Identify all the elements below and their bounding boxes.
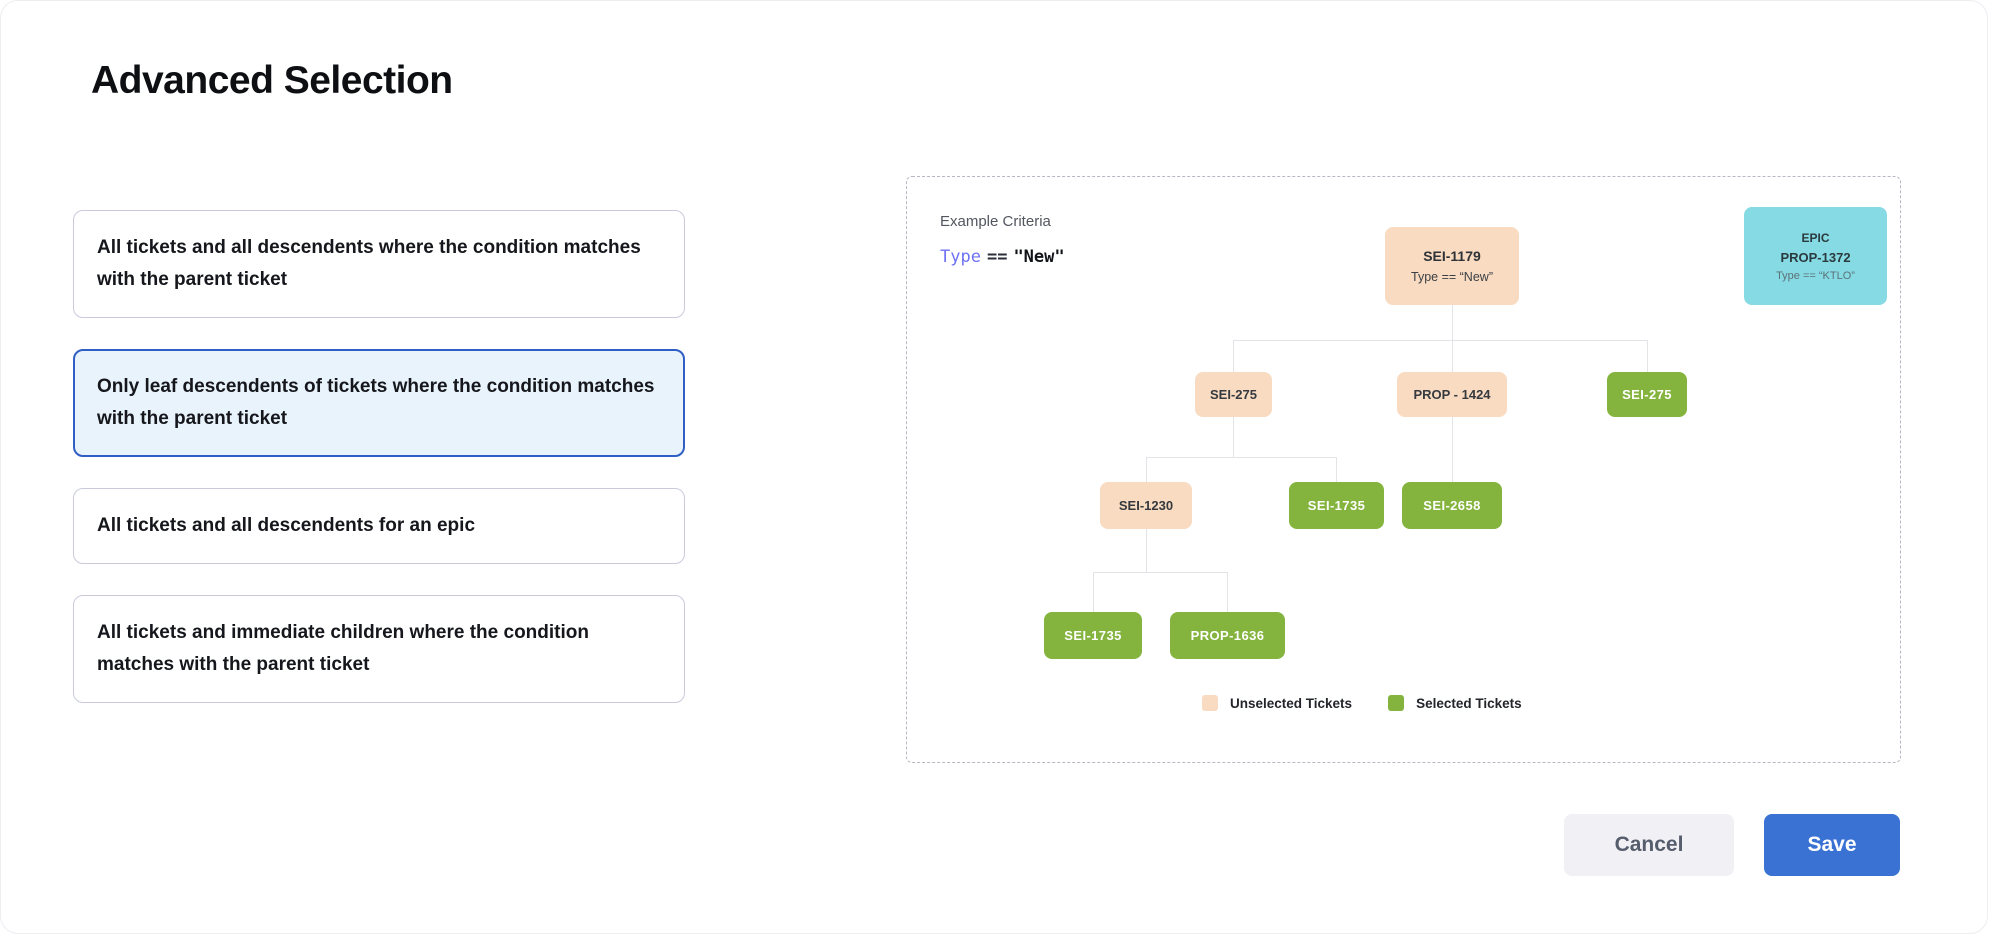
tree-node: SEI-275 [1607,372,1687,417]
page-title: Advanced Selection [91,59,453,102]
tree-connector [1452,305,1453,340]
criteria-operator: == [986,247,1008,267]
option-label: All tickets and all descendents where th… [97,237,641,290]
tree-node-root: SEI-1179 Type == “New” [1385,227,1519,305]
tree-connector [1452,340,1453,372]
tree-connector [1647,340,1648,372]
tree-node: SEI-275 [1195,372,1272,417]
legend-item-unselected: Unselected Tickets [1202,695,1352,711]
legend: Unselected Tickets Selected Tickets [1202,695,1522,711]
example-panel: Example Criteria Type=="New" EPIC PROP-1… [906,176,1901,763]
tree-connector [1093,572,1228,573]
example-criteria-expression: Type=="New" [940,247,1065,267]
legend-item-selected: Selected Tickets [1388,695,1522,711]
option-label: Only leaf descendents of tickets where t… [97,376,655,429]
tree-node: PROP-1636 [1170,612,1285,659]
save-button[interactable]: Save [1764,814,1900,876]
tree-connector [1233,340,1234,372]
option-all-descendents-epic[interactable]: All tickets and all descendents for an e… [73,488,685,564]
criteria-value: "New" [1013,247,1065,267]
tree-connector [1146,457,1147,482]
selected-swatch-icon [1388,695,1405,711]
unselected-swatch-icon [1202,695,1218,711]
tree-node: SEI-1735 [1044,612,1142,659]
epic-card: EPIC PROP-1372 Type == “KTLO” [1744,207,1887,305]
tree-node-condition: Type == “New” [1411,270,1493,284]
tree-node: SEI-1230 [1100,482,1192,529]
option-all-descendents-condition[interactable]: All tickets and all descendents where th… [73,210,685,318]
tree-connector [1227,572,1228,612]
epic-card-condition: Type == “KTLO” [1776,269,1855,282]
tree-connector [1093,572,1094,612]
tree-connector [1336,457,1337,482]
tree-connector [1452,417,1453,482]
options-list: All tickets and all descendents where th… [73,210,685,734]
option-label: All tickets and all descendents for an e… [97,515,476,536]
tree-node-id: SEI-1179 [1423,248,1481,264]
tree-connector [1233,417,1234,457]
tree-connector [1146,457,1337,458]
tree-connector [1146,529,1147,572]
option-label: All tickets and immediate children where… [97,622,589,675]
tree-node: SEI-2658 [1402,482,1502,529]
cancel-button[interactable]: Cancel [1564,814,1734,876]
criteria-field: Type [940,247,981,267]
epic-card-type: EPIC [1801,230,1830,245]
tree-node: SEI-1735 [1289,482,1384,529]
tree-node: PROP - 1424 [1397,372,1507,417]
legend-label: Unselected Tickets [1230,695,1353,711]
legend-label: Selected Tickets [1416,695,1522,711]
option-immediate-children-condition[interactable]: All tickets and immediate children where… [73,595,685,703]
tree-connector [1233,340,1648,341]
option-leaf-descendents-condition[interactable]: Only leaf descendents of tickets where t… [73,349,685,457]
epic-card-id: PROP-1372 [1780,249,1851,265]
dialog-footer: Cancel Save [1564,814,1900,876]
example-criteria-label: Example Criteria [940,213,1051,230]
